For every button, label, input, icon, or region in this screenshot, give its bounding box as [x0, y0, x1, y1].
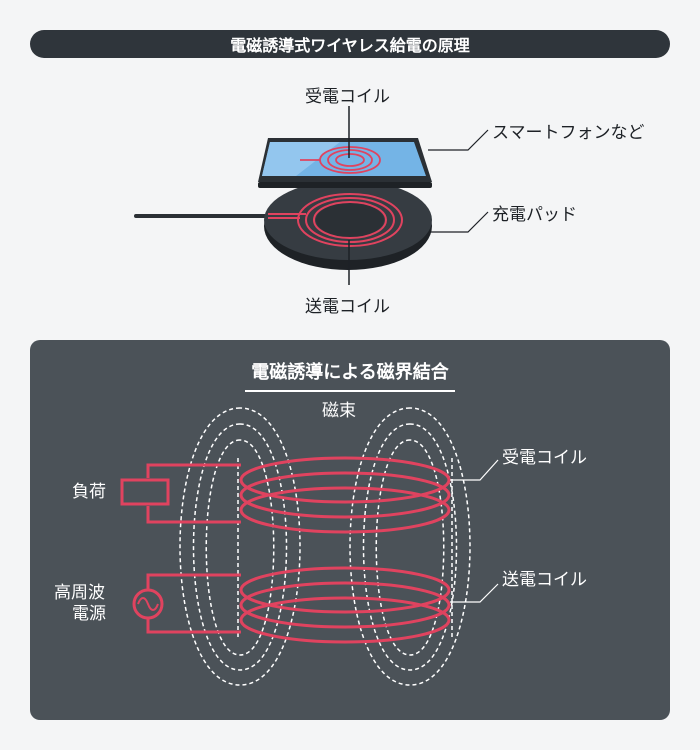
top-illustration — [134, 106, 489, 285]
smartphone — [258, 138, 432, 188]
label-charging-pad: 充電パッド — [492, 205, 577, 225]
pad-center — [316, 203, 384, 237]
load-resistor — [120, 478, 170, 506]
receive-coil-spiral — [300, 146, 381, 174]
coupling-diagram — [120, 407, 499, 686]
label-receive-coil-top: 受電コイル — [305, 87, 390, 107]
leader-pad — [430, 211, 489, 233]
label-power-source-2: 電源 — [72, 604, 106, 624]
leader-smartphone — [428, 129, 489, 151]
power-source-circuit — [132, 573, 241, 634]
label-send-coil: 送電コイル — [502, 570, 587, 590]
magnetic-coupling-panel: 電磁誘導による磁界結合 — [30, 340, 670, 720]
panel-title: 電磁誘導による磁界結合 — [30, 358, 670, 392]
label-power-source-1: 高周波 — [54, 583, 105, 603]
label-receive-coil: 受電コイル — [502, 448, 587, 468]
send-coil-spiral — [268, 193, 403, 247]
load-circuit — [120, 463, 241, 524]
receive-coil — [239, 456, 451, 534]
magnetic-flux-lines — [179, 407, 471, 686]
label-smartphone: スマートフォンなど — [492, 123, 645, 143]
label-send-coil-top: 送電コイル — [305, 297, 390, 317]
leader-receive-coil — [450, 459, 499, 481]
send-coil — [239, 566, 451, 644]
ac-source-icon — [132, 588, 164, 620]
label-flux: 磁束 — [322, 401, 356, 421]
page-title: 電磁誘導式ワイヤレス給電の原理 — [30, 30, 670, 58]
label-load: 負荷 — [72, 482, 106, 502]
leader-send-coil — [450, 583, 499, 603]
